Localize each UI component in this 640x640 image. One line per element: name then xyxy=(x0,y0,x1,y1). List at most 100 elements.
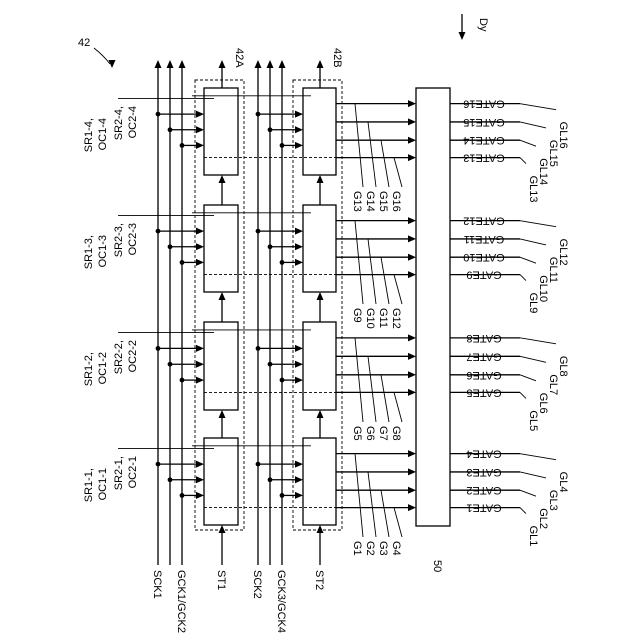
leader-line xyxy=(381,257,389,304)
gate-line-label: G13 xyxy=(351,191,363,212)
leader-line xyxy=(394,158,402,187)
arrow-up-icon xyxy=(219,60,226,68)
leader-line xyxy=(520,356,546,362)
junction-dot xyxy=(268,362,273,367)
gate-output-label: GATE15 xyxy=(463,116,504,128)
arrow-right-icon xyxy=(408,371,416,378)
junction-dot xyxy=(280,260,285,265)
junction-dot xyxy=(168,244,173,249)
arrow-up-icon xyxy=(219,525,226,533)
pointer-arrow xyxy=(94,48,110,64)
gate-line-label: G9 xyxy=(351,308,363,323)
arrow-right-icon xyxy=(196,476,204,483)
leader-line xyxy=(520,239,546,245)
signal-label: GCK3/GCK4 xyxy=(275,570,287,633)
signal-label: ST2 xyxy=(313,570,325,590)
leader-line xyxy=(520,454,556,460)
leader-line xyxy=(368,122,376,187)
arrow-right-icon xyxy=(295,361,303,368)
arrow-up-icon xyxy=(155,60,162,68)
leader-line xyxy=(520,490,536,496)
gate-output-label: GATE1 xyxy=(466,502,501,514)
arrow-down-icon xyxy=(459,32,466,40)
arrow-up-icon xyxy=(317,175,324,183)
gate-output-label: GATE11 xyxy=(464,233,505,245)
gl-label: GL12 xyxy=(557,239,569,266)
gate-line-label: G3 xyxy=(377,541,389,556)
junction-dot xyxy=(168,362,173,367)
leader-line xyxy=(355,221,363,304)
junction-dot xyxy=(168,127,173,132)
gate-output-label: GATE3 xyxy=(466,466,501,478)
stage-label-oc1: OC1-1 xyxy=(97,468,109,500)
arrow-right-icon xyxy=(408,235,416,242)
direction-label: Dy xyxy=(477,18,489,32)
junction-dot xyxy=(156,229,161,234)
shift-register-block-sr1 xyxy=(204,88,238,175)
gate-output-label: GATE2 xyxy=(466,484,501,496)
stage-label-oc2: OC2-2 xyxy=(127,340,139,372)
arrow-right-icon xyxy=(196,492,204,499)
junction-dot xyxy=(168,477,173,482)
gate-output-label: GATE4 xyxy=(466,448,501,460)
shift-register-block-sr2 xyxy=(303,438,336,525)
arrow-right-icon xyxy=(408,450,416,457)
junction-dot xyxy=(268,477,273,482)
leader-line xyxy=(355,454,363,537)
leader-line xyxy=(520,275,526,281)
arrow-right-icon xyxy=(295,476,303,483)
shift-register-block-sr1 xyxy=(204,205,238,292)
leader-line xyxy=(381,490,389,537)
arrow-right-icon xyxy=(408,468,416,475)
signal-label: SCK2 xyxy=(251,570,263,599)
shift-register-block-sr2 xyxy=(303,322,336,410)
leader-line xyxy=(381,375,389,422)
stage-label-sr2: SR2-1, xyxy=(113,456,125,490)
arrow-up-icon xyxy=(219,292,226,300)
leader-line xyxy=(520,221,556,227)
arrow-up-icon xyxy=(317,410,324,418)
arrow-right-icon xyxy=(295,492,303,499)
gate-line-label: G6 xyxy=(364,426,376,441)
shift-register-block-sr1 xyxy=(204,322,238,410)
arrow-right-icon xyxy=(196,259,204,266)
gate-output-label: GATE8 xyxy=(466,332,501,344)
leader-line xyxy=(368,472,376,537)
gate-output-label: GATE10 xyxy=(463,251,504,263)
arrow-right-icon xyxy=(295,126,303,133)
gate-line-label: G15 xyxy=(377,191,389,212)
junction-dot xyxy=(256,346,261,351)
stage-label-oc1: OC1-4 xyxy=(97,118,109,150)
arrow-right-icon xyxy=(196,377,204,384)
arrow-right-icon xyxy=(408,334,416,341)
gl-label: GL8 xyxy=(557,356,569,377)
junction-dot xyxy=(268,127,273,132)
junction-dot xyxy=(280,143,285,148)
leader-line xyxy=(381,140,389,187)
arrow-up-icon xyxy=(267,60,274,68)
stage-label-sr1: SR1-1, xyxy=(83,468,95,502)
arrow-right-icon xyxy=(295,111,303,118)
gate-line-label: G7 xyxy=(377,426,389,441)
junction-dot xyxy=(280,493,285,498)
arrow-up-icon xyxy=(317,525,324,533)
arrow-right-icon xyxy=(408,271,416,278)
gate-line-label: G10 xyxy=(364,308,376,329)
arrow-right-icon xyxy=(408,137,416,144)
arrow-right-icon xyxy=(295,377,303,384)
gate-line-label: G14 xyxy=(364,191,376,212)
arrow-right-icon xyxy=(295,259,303,266)
arrow-right-icon xyxy=(196,461,204,468)
leader-line xyxy=(520,472,546,478)
gate-output-label: GATE14 xyxy=(463,134,504,146)
gate-output-label: GATE16 xyxy=(463,98,504,110)
arrow-right-icon xyxy=(196,345,204,352)
arrow-right-icon xyxy=(408,254,416,261)
gl-label: GL7 xyxy=(547,374,559,395)
gate-line-label: G1 xyxy=(351,541,363,556)
junction-dot xyxy=(256,229,261,234)
arrow-up-icon xyxy=(219,175,226,183)
group-label-42b: 42B xyxy=(331,48,343,68)
stage-label-sr2: SR2-3, xyxy=(113,223,125,257)
